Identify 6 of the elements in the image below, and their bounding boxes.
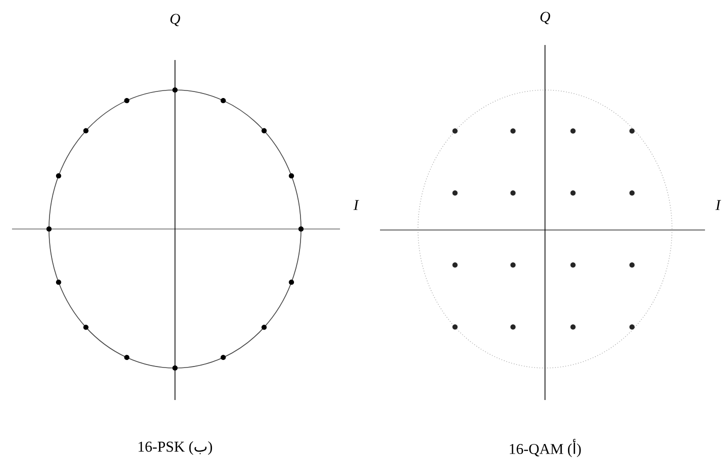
axis-label: Q xyxy=(540,12,550,24)
axis-label: I xyxy=(715,200,722,210)
caption: 16-PSK (ب) xyxy=(138,441,212,455)
caption: 16-QAM (أ) xyxy=(510,438,581,458)
axis-label: I xyxy=(353,200,360,210)
axis-label: Q xyxy=(170,14,180,26)
